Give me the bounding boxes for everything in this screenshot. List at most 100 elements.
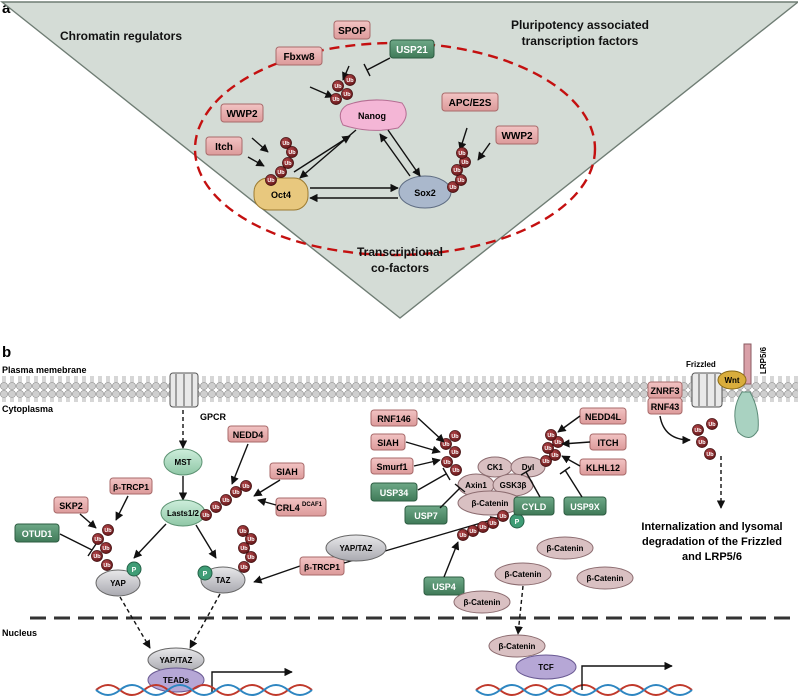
internalization-line-3: and LRP5/6	[682, 551, 742, 563]
taz-phospho	[197, 565, 213, 581]
ubiquitin-bead	[497, 510, 509, 522]
ubiquitin-bead	[280, 137, 292, 149]
cyld-label: CYLD	[522, 502, 547, 512]
ubiquitin-label: Ub	[222, 498, 230, 504]
spop-label: SPOP	[338, 26, 366, 37]
usp9x-label: USP9X	[570, 502, 600, 512]
hippo-e3-arrows	[230, 443, 281, 507]
teads-label: TEADs	[163, 676, 190, 685]
tcf-label: TCF	[538, 663, 554, 672]
ubiquitin-label: Ub	[544, 446, 552, 452]
ubiquitin-bead	[704, 448, 716, 460]
klhl12-box	[579, 458, 627, 476]
ubiquitin-label: Ub	[542, 459, 550, 465]
internalization-line-1: Internalization and lysomal	[641, 521, 782, 533]
bcatenin-nucleus-label: β-Catenin	[499, 642, 536, 651]
frizzled-receptor	[691, 372, 723, 408]
wwp2-left-label: WWP2	[226, 109, 258, 120]
btrcp1-bottom-label: β-TRCP1	[304, 562, 340, 572]
wnt-label: Wnt	[724, 376, 739, 385]
gpcr-receptor	[169, 372, 199, 408]
bcatenin-free-3	[576, 566, 634, 590]
siah-middle-box	[370, 433, 406, 451]
ubiquitin-label: Ub	[451, 434, 459, 440]
ubiquitin-label: Ub	[232, 490, 240, 496]
nedd4l-label: NEDD4L	[585, 412, 622, 422]
ubiquitin-bead	[451, 164, 463, 176]
ubiquitin-bead	[286, 146, 298, 158]
yaptaz-cytoplasm	[325, 534, 387, 562]
ubiquitin-bead	[450, 464, 462, 476]
ubiquitin-bead	[447, 181, 459, 193]
ubiquitin-bead	[230, 486, 242, 498]
klhl12-label: KLHL12	[586, 463, 620, 473]
destruction-complex	[457, 456, 546, 516]
bcatenin-free-1	[536, 536, 594, 560]
ubiquitin-bead	[330, 93, 342, 105]
panel-b-label: b	[2, 344, 11, 361]
nedd4-label: NEDD4	[233, 430, 264, 440]
ubiquitin-label: Ub	[489, 521, 497, 527]
smurf1-label: Smurf1	[376, 462, 407, 472]
ubiquitin-bead	[341, 88, 353, 100]
crl4-label: CRL4	[276, 503, 300, 513]
ubiquitin-bead	[487, 517, 499, 529]
ubiquitin-label: Ub	[240, 565, 248, 571]
otud1-label: OTUD1	[22, 529, 53, 539]
ubiquitin-label: Ub	[247, 537, 255, 543]
btrcp1-top-box	[109, 477, 153, 495]
nanog-protein	[339, 99, 407, 131]
bcatenin-free-4-label: β-Catenin	[464, 598, 501, 607]
ubiquitin-label: Ub	[267, 178, 275, 184]
ubiquitin-label: Ub	[459, 533, 467, 539]
ubiquitin-label: Ub	[453, 168, 461, 174]
ubiquitin-bead	[706, 418, 718, 430]
ubiquitin-bead	[449, 430, 461, 442]
oct4-label: Oct4	[271, 190, 291, 200]
yap-transcription-arrow	[211, 667, 293, 692]
ubiquitin-label: Ub	[104, 528, 112, 534]
ubiquitin-label: Ub	[334, 84, 342, 90]
ubiquitin-bead	[467, 525, 479, 537]
ck1-label: CK1	[487, 463, 504, 472]
ubiquitin-bead	[220, 494, 232, 506]
ubiquitin-label: Ub	[451, 450, 459, 456]
ubiquitin-label: Ub	[240, 546, 248, 552]
frizzled-label: Frizzled	[686, 360, 716, 369]
complex-bcatenin-label: β-Catenin	[472, 499, 509, 508]
ubiquitin-bead	[344, 74, 356, 86]
cytoplasma-label: Cytoplasma	[2, 404, 54, 414]
cofactors-label-2: co-factors	[371, 261, 429, 275]
yap-phospho-label: P	[132, 567, 137, 574]
lasts-label: Lasts1/2	[167, 509, 200, 518]
panel-a-network-arrows	[247, 57, 491, 203]
ubiquitin-label: Ub	[706, 452, 714, 458]
yaptaz-cytoplasm-label: YAP/TAZ	[340, 544, 373, 553]
lasts-output-arrows	[133, 523, 301, 584]
ubiquitin-label: Ub	[343, 92, 351, 98]
ubiquitin-bead	[549, 449, 561, 461]
ubiquitin-bead	[477, 521, 489, 533]
siah-left-box	[269, 462, 305, 480]
wwp2-left-box	[220, 103, 264, 123]
internalization-line-2: degradation of the Frizzled	[642, 536, 782, 548]
gpcr-label: GPCR	[200, 412, 227, 422]
ubiquitin-label: Ub	[694, 428, 702, 434]
dna-helix-right	[475, 684, 693, 696]
ubiquitin-bead	[245, 551, 257, 563]
yaptaz-nucleus-label: YAP/TAZ	[160, 656, 193, 665]
skp2-box	[53, 496, 89, 514]
ubiquitin-label: Ub	[479, 525, 487, 531]
itch-b-label: ITCH	[598, 438, 619, 448]
ubiquitin-bead	[275, 166, 287, 178]
usp7-box	[404, 505, 448, 525]
ubiquitin-bead	[696, 436, 708, 448]
ubiquitin-label: Ub	[698, 440, 706, 446]
usp34-label: USP34	[380, 488, 409, 498]
axin1-label: Axin1	[465, 481, 487, 490]
ubiquitin-label: Ub	[284, 161, 292, 167]
rnf146-label: RNF146	[377, 414, 411, 424]
